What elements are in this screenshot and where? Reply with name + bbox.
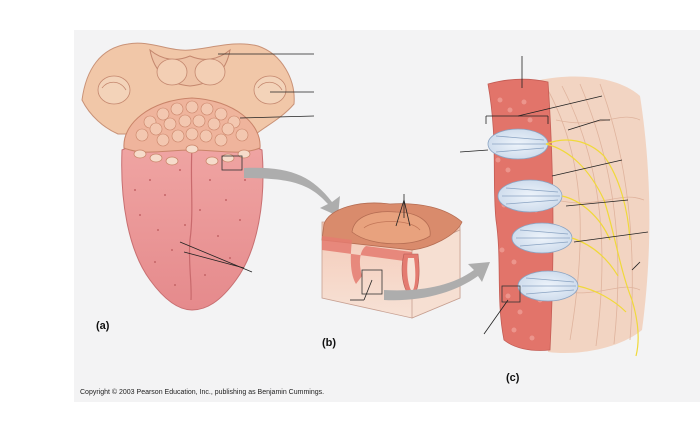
copyright-text: Copyright © 2003 Pearson Education, Inc.… [80, 389, 325, 396]
zoom-box-a [221, 155, 243, 171]
leader-lines-b [350, 194, 411, 301]
zoom-box-c [501, 285, 521, 303]
taste-bud [517, 270, 579, 302]
taste-bud [487, 128, 549, 160]
arrow-a-to-b [244, 167, 340, 216]
arrow-b-to-c [384, 262, 490, 301]
papilla-section-illustration [321, 202, 463, 319]
tongue-illustration [81, 42, 295, 311]
panel-label-b: (b) [322, 337, 337, 349]
taste-bud [497, 179, 563, 213]
zoom-box-b [361, 269, 383, 295]
taste-bud-section-illustration [487, 76, 650, 357]
leader-lines-c [459, 56, 649, 335]
panel-label-a: (a) [96, 320, 110, 332]
taste-bud [511, 222, 573, 254]
panel-label-c: (c) [506, 372, 520, 384]
leader-lines-a [179, 53, 315, 273]
